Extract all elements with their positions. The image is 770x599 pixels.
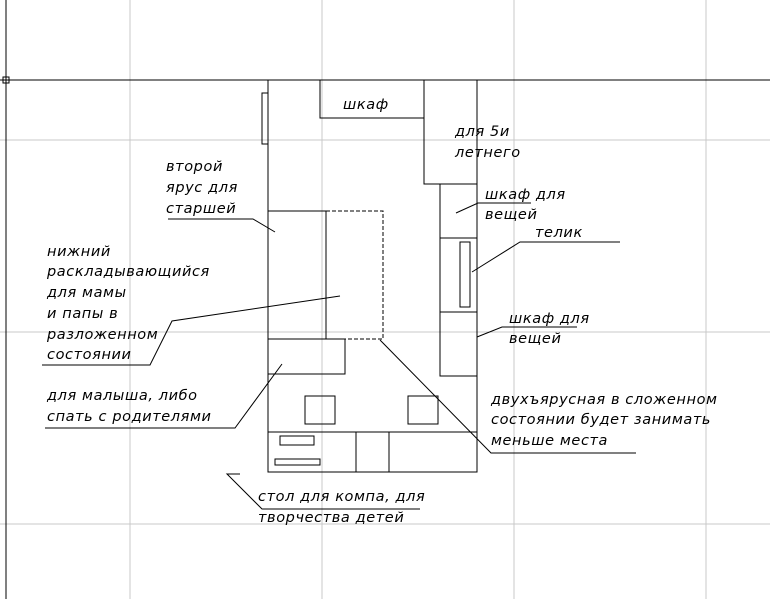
- label-baby-2: спать с родителями: [47, 409, 212, 425]
- leader-lower-bunk: [42, 295, 341, 366]
- tv-screen: [459, 241, 471, 308]
- label-for-5yo-1: для 5и: [454, 124, 510, 140]
- tv-stand: [439, 238, 477, 313]
- chair-right: [407, 395, 439, 425]
- child-bed-5yo: [423, 80, 477, 185]
- label-wardrobe-clothes-2-1: шкаф для: [509, 311, 590, 327]
- wardrobe-clothes-2: [439, 312, 477, 377]
- label-upper-bunk-2: ярус для: [166, 180, 238, 196]
- wardrobe-top: [319, 80, 424, 119]
- keyboard: [274, 458, 321, 466]
- label-for-5yo-2: летнего: [454, 145, 521, 161]
- leader-baby: [45, 363, 283, 429]
- label-upper-bunk-1: второй: [166, 159, 223, 175]
- label-wardrobe-clothes-1-2: вещей: [485, 207, 537, 223]
- label-lower-bunk-3: для мамы: [46, 285, 127, 301]
- annotations: шкаф для 5и летнего шкаф для вещей телик…: [46, 97, 718, 526]
- label-bunk-folded-1: двухъярусная в сложенном: [490, 392, 718, 408]
- label-upper-bunk-3: старшей: [166, 201, 236, 217]
- leader-desk: [225, 473, 420, 510]
- leader-bunk-folded: [379, 339, 636, 454]
- label-lower-bunk-6: состоянии: [47, 347, 132, 363]
- bunk-bed-extended: [325, 210, 384, 340]
- label-tv: телик: [535, 225, 583, 241]
- label-wardrobe-clothes-2-2: вещей: [509, 331, 561, 347]
- leader-tv: [471, 241, 620, 273]
- label-wardrobe-top: шкаф: [343, 97, 389, 113]
- baby-bed: [268, 338, 346, 375]
- label-baby-1: для малыша, либо: [46, 388, 198, 404]
- label-lower-bunk-5: разложенном: [46, 327, 158, 343]
- label-desk-1: стол для компа, для: [258, 489, 425, 505]
- leader-wardrobe-2: [476, 326, 577, 338]
- label-bunk-folded-3: меньше места: [491, 433, 608, 449]
- chair-left: [304, 395, 336, 425]
- room-plan: [261, 79, 478, 473]
- label-lower-bunk-2: раскладывающийся: [46, 264, 210, 280]
- bunk-bed: [268, 210, 327, 340]
- label-desk-2: творчества детей: [258, 510, 404, 526]
- window-left: [261, 92, 269, 145]
- leader-wardrobe-1: [455, 202, 531, 214]
- leader-lines: [42, 202, 636, 510]
- label-bunk-folded-2: состоянии будет занимать: [491, 412, 711, 428]
- leader-upper-bunk: [168, 218, 276, 233]
- label-lower-bunk-1: нижний: [47, 244, 111, 260]
- label-lower-bunk-4: и папы в: [47, 306, 118, 322]
- laptop: [279, 435, 315, 446]
- label-wardrobe-clothes-1-1: шкаф для: [485, 187, 566, 203]
- room-outline: [267, 79, 478, 473]
- wardrobe-clothes-1: [439, 184, 477, 239]
